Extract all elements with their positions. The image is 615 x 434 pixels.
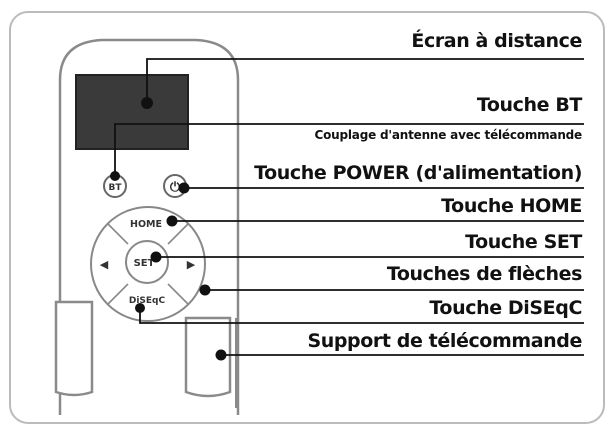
dot-set [150, 251, 162, 263]
label-screen: Écran à distance [411, 30, 582, 52]
remote-screen [75, 74, 189, 150]
left-arrow-icon: ◀ [100, 258, 109, 271]
holder-left [54, 300, 94, 397]
label-bt: Touche BT [476, 94, 583, 116]
set-key [125, 240, 169, 284]
label-diseqc: Touche DiSEqC [429, 297, 582, 319]
dot-power [178, 182, 190, 194]
set-key-text: SET [134, 258, 155, 269]
dot-bt [110, 171, 120, 181]
ring-divider-nw [107, 223, 129, 245]
dot-screen [141, 97, 153, 109]
leader-bt [114, 123, 584, 178]
label-arrows: Touches de flèches [386, 263, 583, 285]
label-bt-sub: Couplage d'antenne avec télécommande [314, 128, 583, 142]
right-arrow-icon: ▶ [187, 258, 196, 271]
dot-diseqc [135, 303, 145, 313]
label-home: Touche HOME [441, 195, 582, 217]
ring-divider-ne [167, 223, 189, 245]
label-power: Touche POWER (d'alimentation) [254, 162, 582, 184]
ring-divider-se [167, 283, 189, 305]
bt-key-text: BT [109, 183, 123, 193]
dot-support [215, 349, 227, 361]
remote-body [58, 38, 240, 415]
dot-home [166, 215, 178, 227]
power-icon: ⏻ [170, 180, 181, 195]
dot-arrows [199, 284, 211, 296]
diseqc-key-text: DiSEqC [129, 296, 166, 306]
outer-frame [9, 11, 605, 424]
leader-lines [114, 58, 584, 356]
label-set: Touche SET [465, 231, 582, 253]
label-support: Support de télécommande [307, 330, 582, 352]
holder-right [184, 316, 232, 398]
leader-dots [110, 97, 227, 361]
ring-divider-sw [107, 283, 129, 305]
home-key-text: HOME [130, 219, 162, 230]
leader-screen [146, 58, 584, 101]
